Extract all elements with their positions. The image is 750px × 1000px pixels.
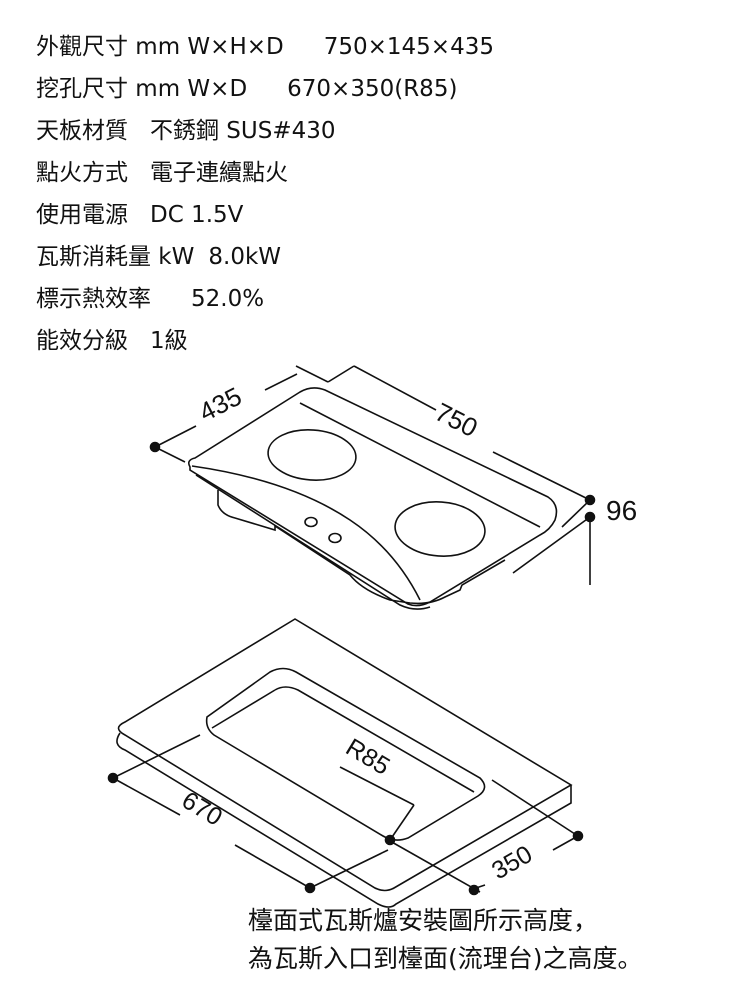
spec-label: 天板材質 bbox=[36, 118, 128, 144]
spec-row-material: 天板材質不銹鋼 SUS#430 bbox=[36, 110, 494, 152]
cooktop-front-edge bbox=[191, 465, 421, 601]
spec-label: 使用電源 bbox=[36, 202, 128, 228]
cooktop-body bbox=[217, 490, 506, 605]
spec-label: 點火方式 bbox=[36, 160, 128, 186]
cutout-outer bbox=[205, 667, 486, 841]
spec-row-energy-grade: 能效分級 1級 bbox=[36, 320, 494, 362]
dimension-label-depth: 435 bbox=[194, 381, 246, 427]
radius-leader bbox=[339, 766, 415, 806]
dimension-label-width: 750 bbox=[430, 397, 482, 443]
spec-row-ignition: 點火方式電子連續點火 bbox=[36, 152, 494, 194]
spec-row-dimensions: 外觀尺寸 mm W×H×D 750×145×435 bbox=[36, 26, 494, 68]
knob-left bbox=[304, 516, 318, 528]
note-line: 檯面式瓦斯爐安裝圖所示高度， bbox=[248, 906, 599, 935]
spec-row-efficiency: 標示熱效率 52.0% bbox=[36, 278, 494, 320]
dimension-label-height: 96 bbox=[606, 495, 637, 526]
dimension-dot bbox=[468, 884, 480, 896]
burner-right bbox=[394, 501, 486, 557]
dimension-dot bbox=[572, 830, 584, 842]
spec-value: 52.0% bbox=[191, 286, 265, 312]
installation-note: 檯面式瓦斯爐安裝圖所示高度， 為瓦斯入口到檯面(流理台)之高度。 bbox=[248, 902, 643, 978]
dimension-dot bbox=[107, 772, 119, 784]
cooktop-top-surface bbox=[188, 387, 558, 607]
spec-value: 8.0kW bbox=[208, 244, 282, 270]
spec-label: 外觀尺寸 mm W×H×D bbox=[36, 34, 284, 60]
spec-value: DC 1.5V bbox=[150, 202, 244, 228]
countertop-top bbox=[117, 618, 573, 892]
spec-label: 挖孔尺寸 mm W×D bbox=[36, 76, 248, 102]
spec-list: 外觀尺寸 mm W×H×D 750×145×435 挖孔尺寸 mm W×D 670×… bbox=[36, 26, 494, 362]
spec-value: 670×350(R85) bbox=[287, 76, 458, 102]
spec-value: 電子連續點火 bbox=[150, 160, 288, 186]
spec-row-cutout: 挖孔尺寸 mm W×D 670×350(R85) bbox=[36, 68, 494, 110]
cooktop-bottom-edge bbox=[195, 474, 431, 610]
cutout-inner-left bbox=[211, 689, 276, 729]
spec-label: 瓦斯消耗量 kW bbox=[36, 244, 195, 270]
cooktop-drawing bbox=[188, 387, 558, 610]
spec-value: 750×145×435 bbox=[323, 34, 494, 60]
spec-label: 標示熱效率 bbox=[36, 286, 151, 312]
dimension-dot bbox=[384, 834, 396, 846]
spec-row-gas-consumption: 瓦斯消耗量 kW 8.0kW bbox=[36, 236, 494, 278]
spec-value: 不銹鋼 SUS#430 bbox=[150, 118, 336, 144]
dimension-dot bbox=[584, 494, 596, 506]
cutout-inner bbox=[274, 686, 475, 793]
burner-left bbox=[267, 429, 357, 481]
radius-label: R85 bbox=[341, 733, 395, 781]
countertop-thickness bbox=[116, 732, 572, 908]
note-line: 為瓦斯入口到檯面(流理台)之高度。 bbox=[248, 944, 643, 973]
dimension-dot bbox=[584, 511, 596, 523]
spec-value: 1級 bbox=[150, 328, 188, 354]
knob-right bbox=[328, 532, 342, 544]
cooktop-dimensions: 435 750 96 bbox=[149, 365, 637, 585]
dimension-dot bbox=[304, 882, 316, 894]
cooktop-inner-line bbox=[299, 402, 541, 528]
spec-row-power: 使用電源 DC 1.5V bbox=[36, 194, 494, 236]
spec-label: 能效分級 bbox=[36, 328, 128, 354]
dimension-dot bbox=[149, 441, 161, 453]
